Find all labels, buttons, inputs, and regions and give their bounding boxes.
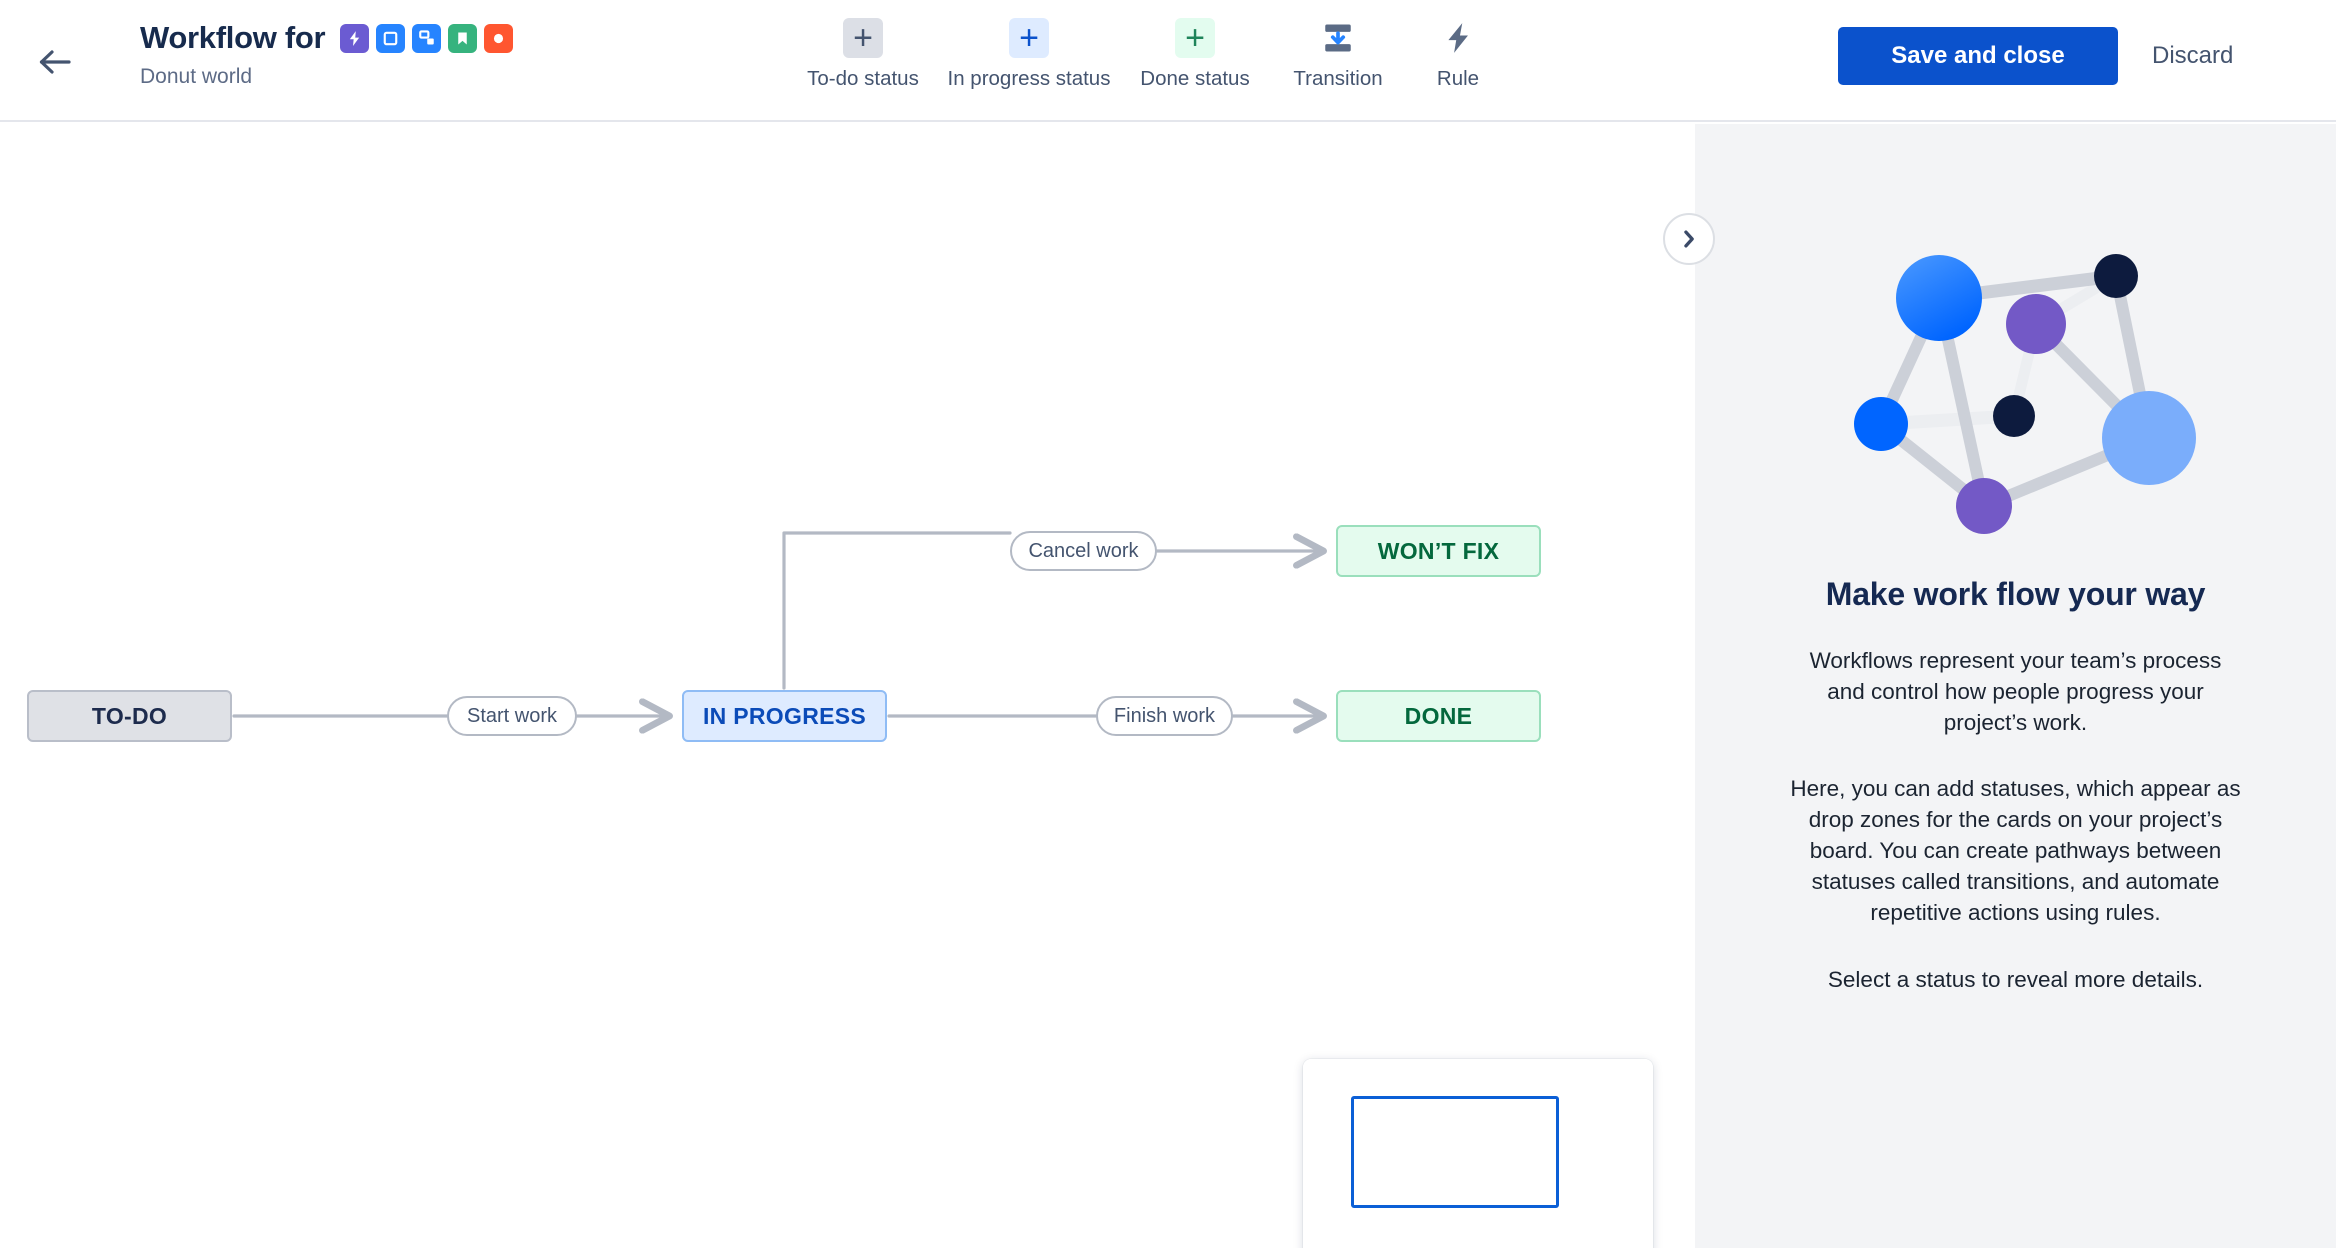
page-title: Workflow for	[140, 20, 326, 55]
workflow-toolbar: + To-do status + In progress status + Do…	[780, 10, 1518, 91]
panel-paragraph-1: Workflows represent your team’s process …	[1809, 648, 2222, 735]
transition-label-finish-work[interactable]: Finish work	[1096, 696, 1233, 736]
save-and-close-button[interactable]: Save and close	[1838, 27, 2118, 85]
add-inprogress-status-label: In progress status	[947, 67, 1111, 90]
collapse-panel-button[interactable]	[1663, 213, 1715, 265]
plus-icon: +	[843, 18, 883, 58]
add-inprogress-status-button[interactable]: + In progress status	[946, 10, 1112, 91]
page-subtitle: Donut world	[140, 65, 253, 88]
panel-title: Make work flow your way	[1825, 576, 2206, 612]
workflow-edges	[232, 531, 1693, 1248]
story-icon[interactable]	[448, 23, 478, 53]
add-transition-label: Transition	[1293, 67, 1383, 90]
workflow-canvas[interactable]: TO-DO IN PROGRESS WON’T FIX DONE Start w…	[0, 124, 1693, 1248]
subtask-icon[interactable]	[412, 23, 442, 53]
minimap-viewport-rect[interactable]	[1351, 1096, 1559, 1208]
title-block: Workflow for	[140, 18, 514, 90]
transition-icon	[1318, 18, 1358, 58]
status-node-done[interactable]: DONE	[1336, 690, 1541, 742]
status-node-wont-fix[interactable]: WON’T FIX	[1336, 525, 1541, 577]
bug-icon[interactable]	[484, 23, 514, 53]
panel-paragraph-3: Select a status to reveal more details.	[1827, 967, 2204, 992]
add-done-status-label: Done status	[1140, 67, 1250, 90]
title-row: Workflow for	[140, 18, 514, 58]
add-todo-status-button[interactable]: + To-do status	[780, 10, 946, 91]
back-button[interactable]	[33, 40, 77, 84]
status-node-in-progress[interactable]: IN PROGRESS	[682, 690, 887, 742]
add-todo-status-label: To-do status	[807, 67, 919, 90]
app-header: Workflow for	[0, 0, 2336, 122]
info-side-panel: Make work flow your way Workflows repres…	[1695, 124, 2336, 1248]
minimap-panel	[1303, 1059, 1653, 1248]
plus-icon: +	[1175, 18, 1215, 58]
minimap-view[interactable]	[1303, 1059, 1653, 1248]
epic-icon[interactable]	[340, 23, 370, 53]
transition-label-start-work[interactable]: Start work	[447, 696, 577, 736]
edge-inprogress-cancelwork	[782, 531, 1012, 690]
panel-paragraph-2: Here, you can add statuses, which appear…	[1790, 776, 2241, 925]
transition-label-cancel-work[interactable]: Cancel work	[1010, 531, 1157, 571]
issue-type-icon-list	[340, 23, 514, 53]
plus-icon: +	[1009, 18, 1049, 58]
add-rule-button[interactable]: Rule	[1398, 10, 1518, 91]
add-rule-label: Rule	[1436, 67, 1480, 90]
chevron-right-icon	[1684, 230, 1694, 248]
task-icon[interactable]	[376, 23, 406, 53]
network-nodes-illustration	[1853, 254, 2196, 534]
lightning-bolt-icon	[1438, 18, 1478, 58]
status-node-todo[interactable]: TO-DO	[27, 690, 232, 742]
arrow-left-icon	[39, 50, 71, 74]
add-done-status-button[interactable]: + Done status	[1112, 10, 1278, 91]
discard-button[interactable]: Discard	[2152, 27, 2302, 85]
add-transition-button[interactable]: Transition	[1278, 10, 1398, 91]
